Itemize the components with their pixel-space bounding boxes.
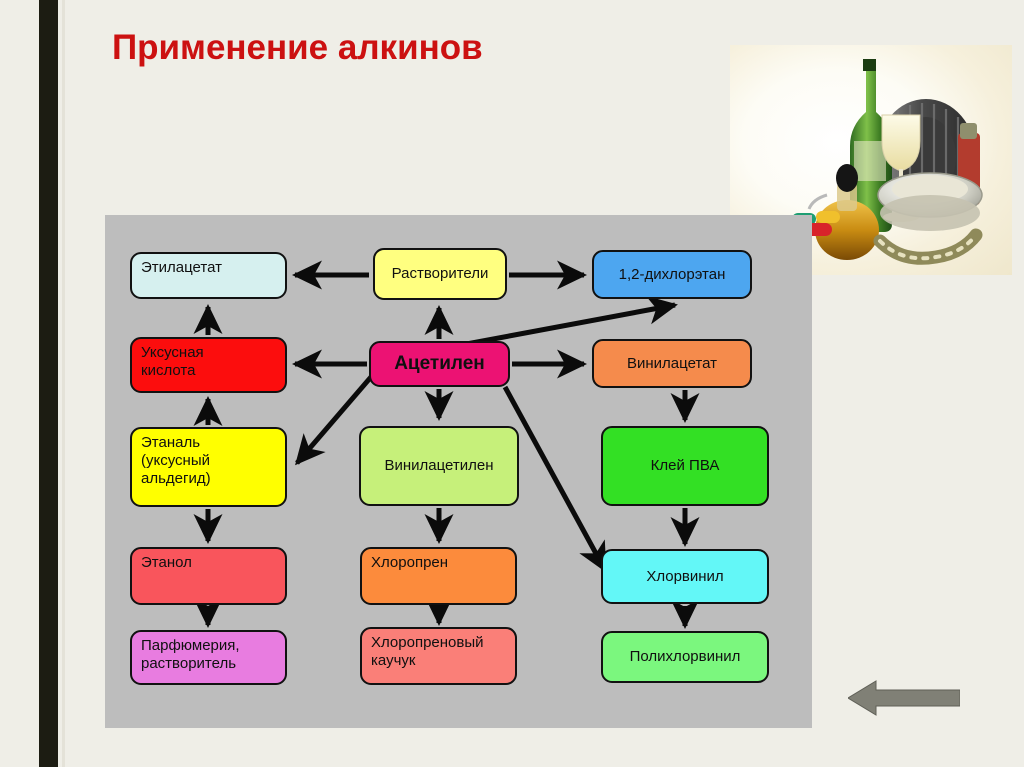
diagram-node-etilacetat: Этилацетат bbox=[130, 252, 287, 299]
diagram-node-kley_pva: Клей ПВА bbox=[601, 426, 769, 506]
diagram-node-hloropren: Хлоропрен bbox=[360, 547, 517, 605]
diagram-node-acetilen: Ацетилен bbox=[369, 341, 510, 387]
left-decor-bar-dark bbox=[39, 0, 58, 767]
diagram-node-etanal: Этаналь (уксусный альдегид) bbox=[130, 427, 287, 507]
back-arrow-button[interactable] bbox=[847, 679, 961, 717]
arrow-acetilen-to-etanal bbox=[295, 368, 379, 466]
diagram-arrows bbox=[193, 260, 700, 629]
page-title: Применение алкинов bbox=[112, 28, 483, 67]
arrow-acetilen-to-dihloretan bbox=[444, 295, 678, 351]
diagram-node-dihloretan: 1,2-дихлорэтан bbox=[592, 250, 752, 299]
diagram-node-uksusnaya: Уксусная кислота bbox=[130, 337, 287, 393]
left-decor-bar-light bbox=[62, 0, 65, 767]
diagram-node-parfum: Парфюмерия, растворитель bbox=[130, 630, 287, 685]
arrow-acetilen-to-hlorvinil bbox=[502, 385, 608, 573]
diagram-node-hlorvinil: Хлорвинил bbox=[601, 549, 769, 604]
diagram-node-polihlorvinil: Полихлорвинил bbox=[601, 631, 769, 683]
diagram-node-kauchuk: Хлоропреновый каучук bbox=[360, 627, 517, 685]
diagram-node-etanol: Этанол bbox=[130, 547, 287, 605]
diagram-node-vinilacetat: Винилацетат bbox=[592, 339, 752, 388]
diagram-node-rastvoriteli: Растворители bbox=[373, 248, 507, 300]
diagram-node-vinilacetilen: Винилацетилен bbox=[359, 426, 519, 506]
